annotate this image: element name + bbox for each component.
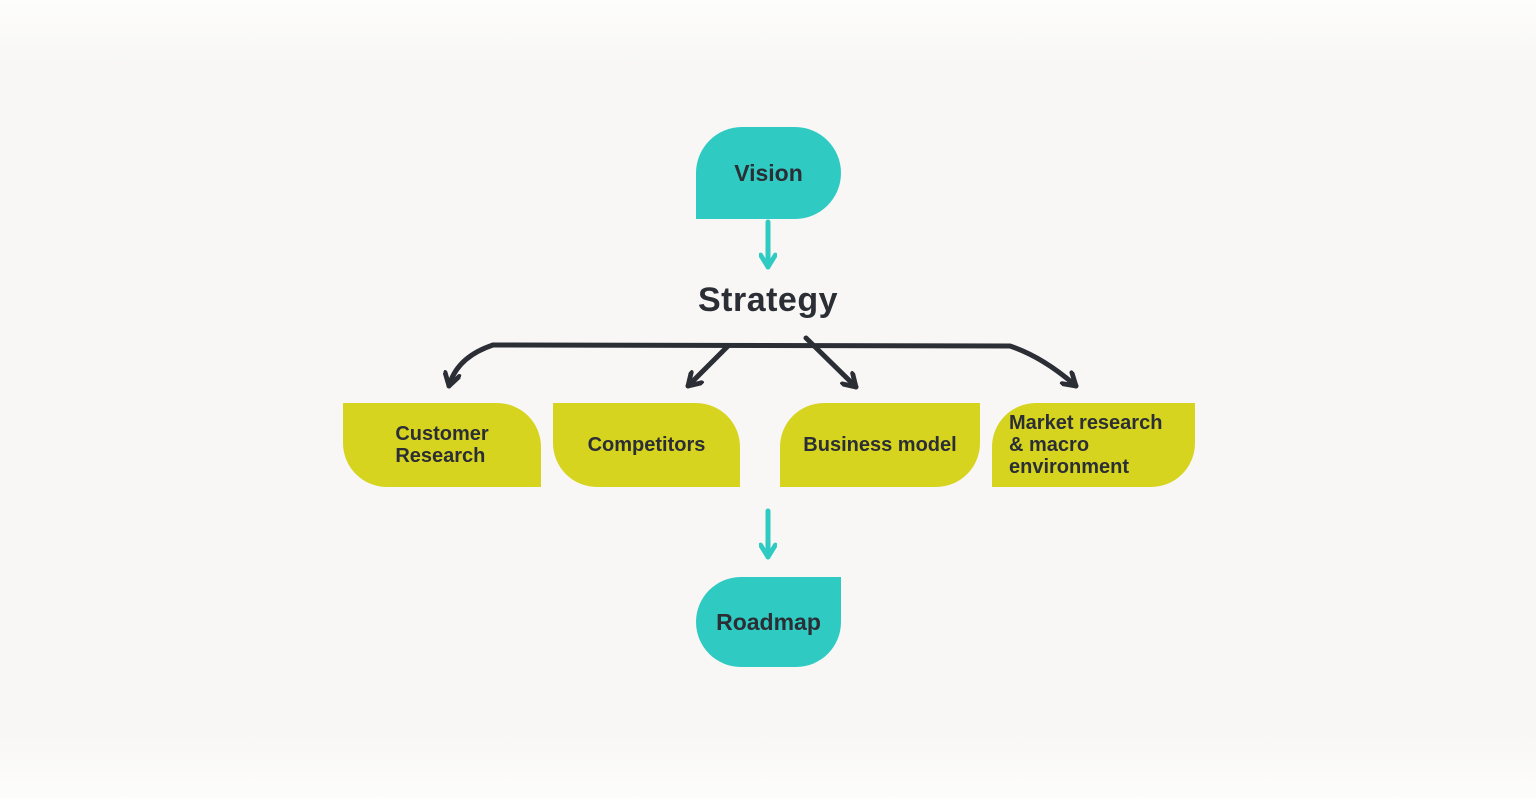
branch-right-curve bbox=[490, 342, 1079, 389]
market-research-line2: & macro bbox=[1009, 434, 1090, 456]
business-model-label: Business model bbox=[803, 434, 957, 456]
node-customer-research: Customer Research bbox=[343, 403, 541, 487]
market-research-line1: Market research bbox=[1009, 412, 1163, 434]
node-vision: Vision bbox=[696, 127, 841, 219]
competitors-label: Competitors bbox=[587, 434, 706, 456]
market-research-label: Market research & macro environment bbox=[1009, 412, 1162, 478]
node-strategy: Strategy bbox=[697, 281, 839, 319]
market-research-line3: environment bbox=[1009, 456, 1130, 478]
customer-research-line2: Research bbox=[395, 445, 486, 467]
node-roadmap: Roadmap bbox=[696, 577, 841, 667]
arrow-pillars-to-roadmap bbox=[748, 508, 788, 560]
node-market-research: Market research & macro environment bbox=[992, 403, 1195, 487]
customer-research-line1: Customer bbox=[395, 423, 489, 445]
arrow-vision-to-strategy bbox=[748, 219, 788, 270]
vision-label: Vision bbox=[734, 159, 803, 186]
node-business-model: Business model bbox=[780, 403, 980, 487]
branch-left-curve bbox=[449, 342, 496, 389]
branch-inner-right bbox=[803, 335, 859, 390]
branch-inner-left bbox=[685, 343, 731, 389]
node-competitors: Competitors bbox=[553, 403, 740, 487]
roadmap-label: Roadmap bbox=[716, 608, 821, 635]
connector-strategy-to-pillars bbox=[430, 335, 1079, 390]
customer-research-label: Customer Research bbox=[395, 423, 488, 467]
